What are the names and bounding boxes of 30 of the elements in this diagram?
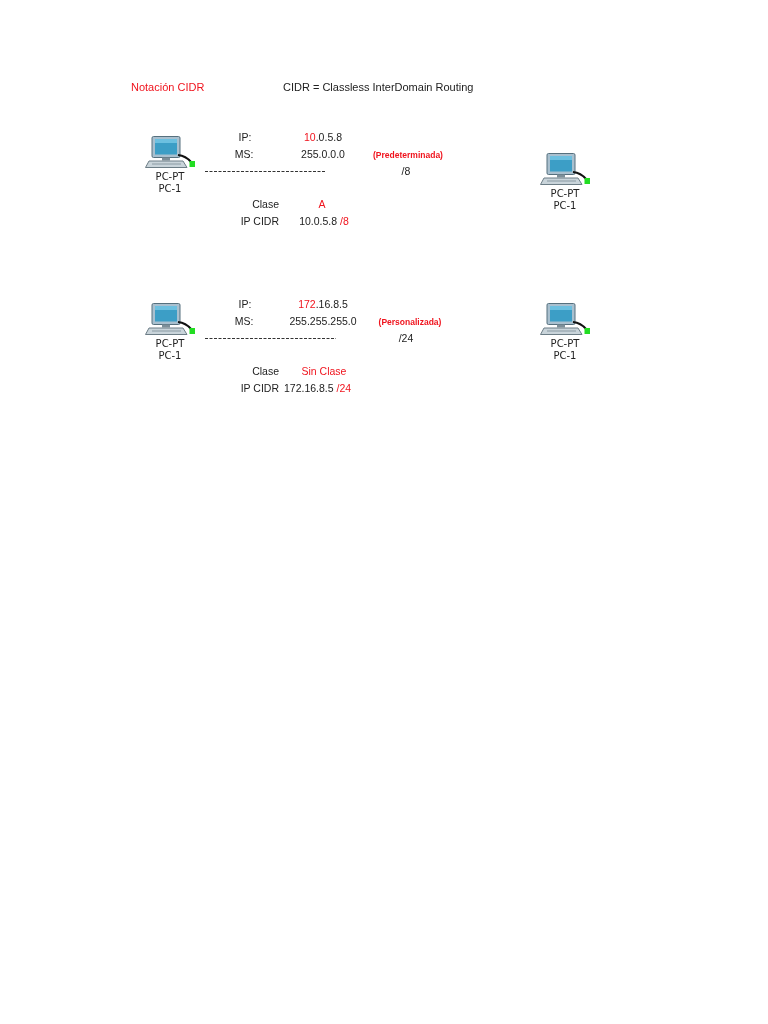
ip-label: IP: bbox=[238, 130, 252, 144]
class-label: Clase bbox=[252, 197, 279, 211]
page-title: Notación CIDR bbox=[131, 80, 205, 94]
subnet-mask: 255.0.0.0 bbox=[301, 147, 345, 161]
device-name-label: PC-1 bbox=[553, 350, 577, 362]
mask-note: (Personalizada) bbox=[378, 316, 442, 328]
cidr-label: IP CIDR bbox=[240, 381, 279, 395]
ip-address: 172.16.8.5 bbox=[298, 297, 348, 311]
device-name-label: PC-1 bbox=[158, 350, 182, 362]
mask-label: MS: bbox=[234, 147, 254, 161]
cidr-notation: 10.0.5.8 /8 bbox=[299, 214, 349, 228]
class-value: A bbox=[318, 197, 326, 211]
ip-label: IP: bbox=[238, 297, 252, 311]
subnet-mask: 255.255.255.0 bbox=[289, 314, 357, 328]
device-name-label: PC-1 bbox=[553, 200, 577, 212]
mask-note: (Predeterminada) bbox=[373, 149, 443, 161]
prefix-length: /24 bbox=[398, 331, 414, 345]
cidr-notation: 172.16.8.5 /24 bbox=[284, 381, 352, 395]
device-type-label: PC-PT bbox=[550, 338, 580, 350]
mask-label: MS: bbox=[234, 314, 254, 328]
ip-address: 10.0.5.8 bbox=[304, 130, 342, 144]
device-type-label: PC-PT bbox=[155, 171, 185, 183]
cidr-label: IP CIDR bbox=[240, 214, 279, 228]
class-value: Sin Clase bbox=[301, 364, 347, 378]
device-name-label: PC-1 bbox=[158, 183, 182, 195]
class-label: Clase bbox=[252, 364, 279, 378]
device-type-label: PC-PT bbox=[550, 188, 580, 200]
prefix-length: /8 bbox=[401, 164, 411, 178]
heading-text: CIDR = Classless InterDomain Routing bbox=[283, 80, 474, 94]
device-type-label: PC-PT bbox=[155, 338, 185, 350]
